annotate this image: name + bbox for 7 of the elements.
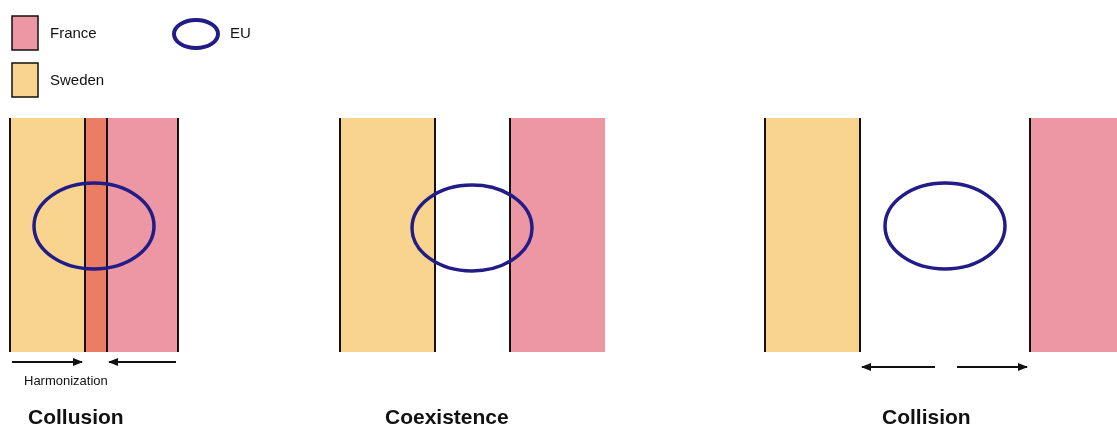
- legend-label: Sweden: [50, 71, 105, 88]
- panel-title: Collusion: [28, 405, 124, 429]
- legend-label: EU: [230, 24, 251, 41]
- panel-title: Collision: [882, 405, 971, 429]
- legend-label: France: [50, 24, 97, 41]
- panel-title: Coexistence: [385, 405, 509, 429]
- caption-text: Harmonization: [24, 373, 108, 388]
